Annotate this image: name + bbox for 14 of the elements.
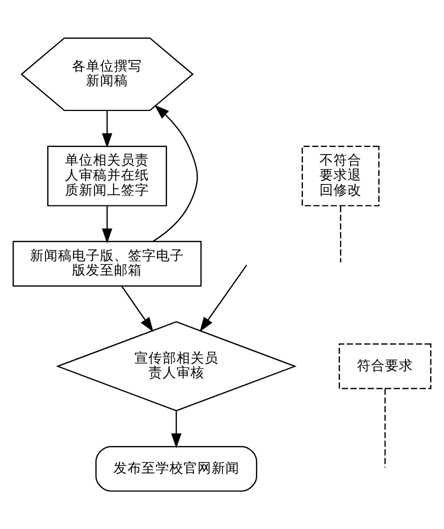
arrow: [102, 110, 112, 148]
node-box: 符合要求: [338, 343, 432, 390]
connector: [340, 206, 342, 262]
arrow: [152, 104, 198, 242]
node-box: 不符合要求退回修改: [302, 146, 380, 206]
arrow: [171, 411, 182, 448]
arrow: [121, 286, 154, 332]
node-box: 发布至学校官网新闻: [95, 446, 258, 492]
connector: [384, 388, 386, 468]
node-box: 新闻稿电子版、签字电子版发至邮箱: [12, 240, 202, 287]
node-box: 单位相关员责人审稿并在纸质新闻上签字: [47, 146, 168, 206]
arrow: [102, 206, 112, 244]
arrow: [200, 264, 248, 332]
node-diamond: 宣传部相关员责人审核: [56, 321, 297, 412]
